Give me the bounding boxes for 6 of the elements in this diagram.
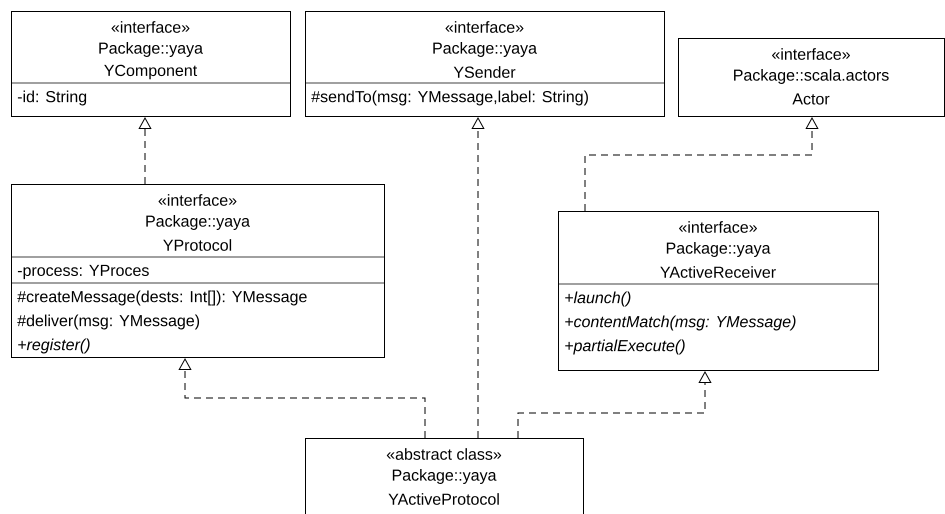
class-box: «abstract class» Package::yaya YActiveProtocol	[305, 438, 584, 514]
class-box: «interface» Package::yaya YComponent -id: String	[10, 11, 291, 117]
class-box: «interface» Package::yaya YActiveReceiver +launch() +contentMatch(msg: YMessage) +partialExecute()	[558, 211, 879, 371]
class-box: «interface» Package::yaya YSender #sendTo(msg: YMessage,label: String)	[304, 11, 665, 117]
class-box: «interface» Package::yaya YProtocol -process: YProces #createMessage(dests: Int[]): YMessage #deliver(msg: YMessage) +register()	[10, 184, 385, 358]
class-box: «interface» Package::scala.actors Actor	[678, 38, 945, 117]
